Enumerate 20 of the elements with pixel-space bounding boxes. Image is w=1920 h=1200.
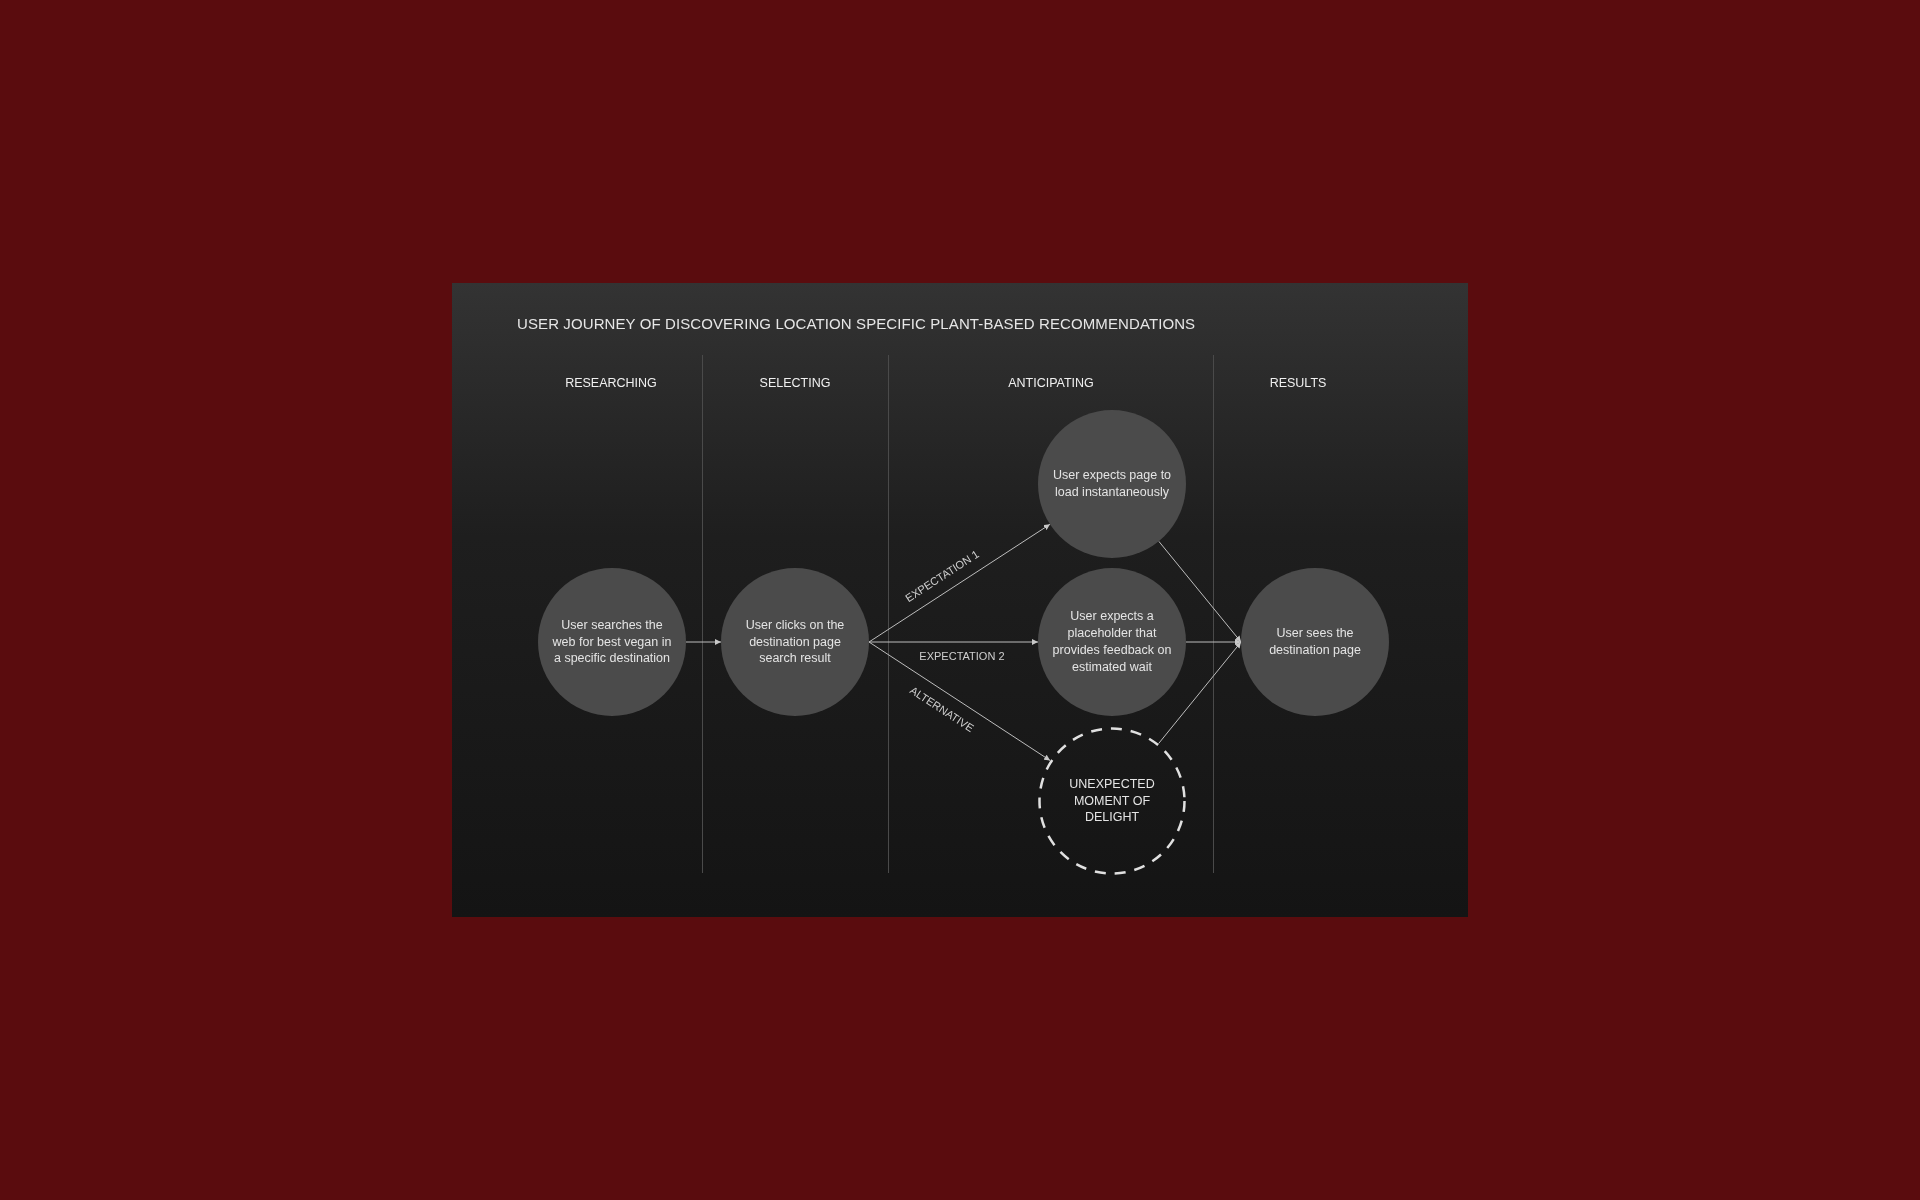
arrow [868,639,1039,645]
column-heading: RESULTS [1269,376,1327,390]
column-heading: ANTICIPATING [1008,376,1094,390]
step-text: User sees the destination page [1268,625,1362,659]
diagram-title: USER JOURNEY OF DISCOVERING LOCATION SPECIFIC PLANT-BASED RECOMMENDATIONS [517,315,1196,332]
arrow [868,641,1051,761]
step-text: UNEXPECTED MOMENT OF DELIGHT [1068,775,1156,827]
dashed-circle [1038,727,1186,875]
column-heading: SELECTING [759,376,831,390]
arrow [1185,639,1242,645]
column-heading: RESEARCHING [565,376,657,390]
arrow [1158,540,1242,643]
arrow [685,639,722,645]
step-text: User expects page to load instantaneously [1052,467,1172,501]
step-text: User searches the web for best vegan in a specific destination [552,616,672,668]
arrow [1158,641,1242,745]
edge-label: EXPECTATION 2 [919,650,1005,662]
step-text: User clicks on the destination page search result [744,616,846,668]
arrow [868,523,1051,643]
step-text: User expects a placeholder that provides feedback on estimated wait [1052,608,1172,676]
